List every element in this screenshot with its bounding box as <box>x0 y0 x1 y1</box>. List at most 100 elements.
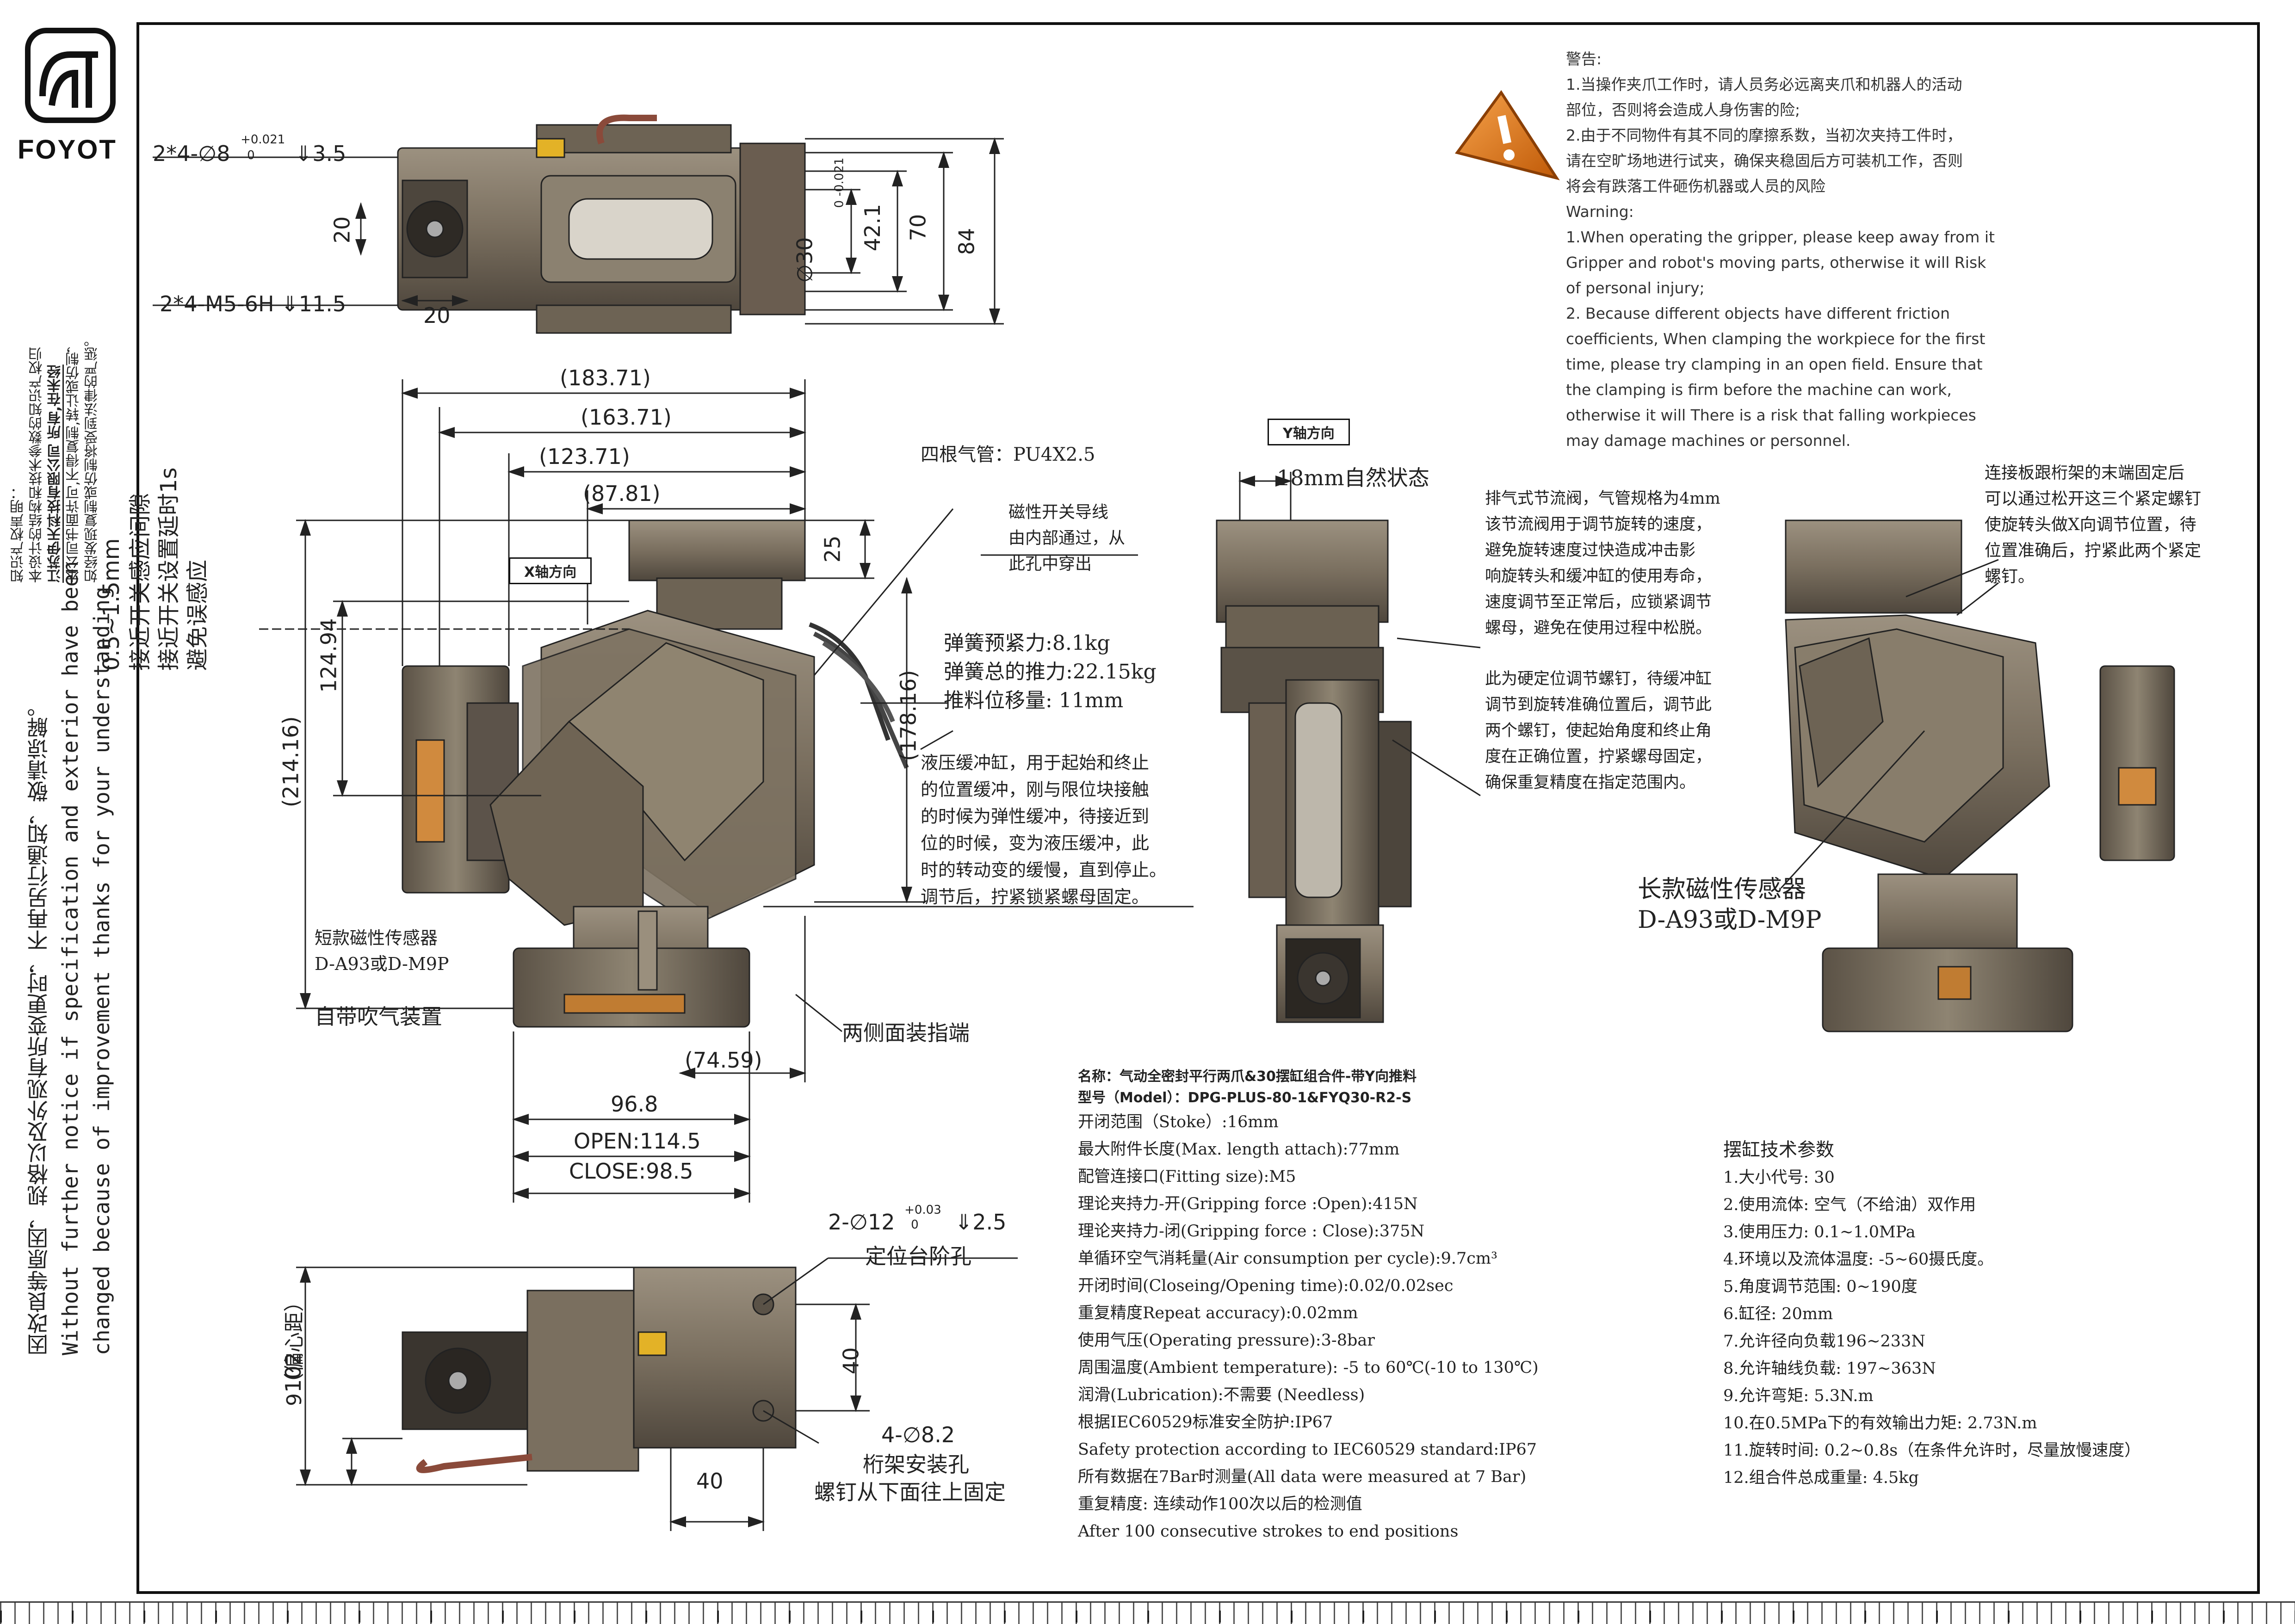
sensor-gap-value: 0.5~1.5mm <box>99 538 124 671</box>
hydraulic-note: 液压缓冲缸，用于起始和终止 的位置缓冲，刚与限位块接触 的时候为弹性缓冲，待接近… <box>921 749 1167 910</box>
swing-spec-line: 9.允许弯矩: 5.3N.m <box>1723 1387 1874 1405</box>
spec-line: 所有数据在7Bar时测量(All data were measured at 7… <box>1078 1468 1527 1486</box>
spec-model: 型号（Model）：DPG-PLUS-80-1&FYQ30-R2-S <box>1078 1090 1412 1106</box>
swing-spec-line: 5.角度调节范围: 0~190度 <box>1723 1278 1918 1296</box>
depth-icon: ⇓ <box>954 1210 973 1235</box>
throttle-line: 该节流阀用于调节旋转的速度， <box>1485 515 1712 534</box>
spec-line: 润滑(Lubrication):不需要 (Needless) <box>1078 1386 1365 1404</box>
throttle-line: 响旋转头和缓冲缸的使用寿命， <box>1485 567 1712 586</box>
long-sensor-line: 长款磁性传感器 <box>1638 876 1806 903</box>
warning-line: may damage machines or personnel. <box>1566 432 1851 450</box>
iso-note-line: 位置准确后，拧紧此两个紧定 <box>1985 541 2202 560</box>
dim-thread-label: 2*4-M5-6H <box>160 291 274 316</box>
dim-hole-8-tol: +0.021 0 <box>237 133 288 162</box>
dim-open: OPEN:114.5 <box>574 1129 701 1154</box>
hard-stop-line: 两个螺钉，使起始角度和终止角 <box>1485 722 1712 740</box>
warning-line: time, please try clamping in an open fie… <box>1566 355 1983 373</box>
iso-view <box>1780 519 2175 1032</box>
swing-spec-line: 2.使用流体: 空气（不给油）双作用 <box>1723 1196 1976 1214</box>
dim-25: 25 <box>820 535 845 563</box>
hole-12-tol: +0.03 0 <box>902 1203 948 1232</box>
iso-note-line: 连接板跟桁架的末端固定后 <box>1985 463 2185 482</box>
mag-wire-line: 磁性开关导线 <box>1008 503 1109 522</box>
spec-line: 根据IEC60529标准安全防护:IP67 <box>1078 1413 1333 1432</box>
spec-name: 名称：气动全密封平行两爪&30摆缸组合件-带Y向推料 <box>1078 1068 1417 1085</box>
swing-spec-block: 摆缸技术参数 1.大小代号: 30 2.使用流体: 空气（不给油）双作用 3.使… <box>1723 1136 2140 1492</box>
mag-wire-line: 由内部通过，从 <box>1008 529 1126 548</box>
swing-spec-line: 10.在0.5MPa下的有效输出力矩: 2.73N.m <box>1723 1414 2037 1433</box>
foyot-logo-icon <box>24 27 117 124</box>
dim-eccentric: 9（偏心距） <box>283 1291 306 1406</box>
spec-line: 配管连接口(Fitting size):M5 <box>1078 1167 1296 1186</box>
hard-stop-line: 度在正确位置，拧紧螺母固定， <box>1485 747 1712 766</box>
brand-name: FOYOT <box>18 135 117 165</box>
spec-line: Safety protection according to IEC60529 … <box>1078 1440 1537 1459</box>
spec-block: 名称：气动全密封平行两爪&30摆缸组合件-带Y向推料 型号（Model）：DPG… <box>1078 1066 1539 1545</box>
dim-214: (214.16) <box>278 716 303 808</box>
dim-hole-8-2: 4-∅8.2 <box>881 1422 955 1447</box>
tol-low: 0 <box>911 1218 919 1232</box>
spring-line: 推料位移量: 11mm <box>944 689 1124 712</box>
spec-line: 开闭范围（Stoke）:16mm <box>1078 1113 1279 1131</box>
warning-line: otherwise it will There is a risk that f… <box>1566 406 1976 424</box>
spec-line: 单循环空气消耗量(Air consumption per cycle):9.7c… <box>1078 1249 1498 1268</box>
hole-12-note: 定位台阶孔 <box>865 1244 971 1269</box>
dim-40-h: 40 <box>696 1469 724 1494</box>
air-pipe-note: 四根气管：PU4X2.5 <box>921 444 1095 465</box>
spec-line: 理论夹持力-闭(Gripping force : Close):375N <box>1078 1222 1425 1241</box>
spec-line: 开闭时间(Closeing/Opening time):0.02/0.02sec <box>1078 1277 1454 1295</box>
short-sensor-line: 短款磁性传感器 <box>315 928 438 948</box>
spring-line: 弹簧预紧力:8.1kg <box>944 631 1110 655</box>
short-sensor-note: 短款磁性传感器 D-A93或D-M9P <box>315 925 449 977</box>
dim-thread-m5: 2*4-M5-6H ⇓11.5 <box>160 291 346 316</box>
dim-dia-30-label: ∅30 <box>792 237 817 283</box>
dim-dia-30: ∅30 <box>792 237 817 283</box>
hydraulic-line: 的时候为弹性缓冲，待接近到 <box>921 806 1150 827</box>
spec-line: 理论夹持力-开(Gripping force :Open):415N <box>1078 1195 1418 1213</box>
warning-line: 1.当操作夹爪工作时，请人员务必远离夹爪和机器人的活动 <box>1566 75 1962 93</box>
hydraulic-line: 位的时候，变为液压缓冲，此 <box>921 833 1150 853</box>
swing-spec-title: 摆缸技术参数 <box>1723 1139 1834 1161</box>
warning-line: 部位，否则将会造成人身伤害的险; <box>1566 101 1800 119</box>
spec-line: 周围温度(Ambient temperature): -5 to 60℃(-10… <box>1078 1358 1539 1377</box>
dim-hole-8-label: 2*4-∅8 <box>153 141 230 166</box>
throttle-line: 排气式节流阀，气管规格为4mm <box>1485 489 1720 508</box>
dim-124: 124.94 <box>316 618 341 693</box>
throttle-line: 螺母，避免在使用过程中松脱。 <box>1485 619 1712 637</box>
hole-8-2-note-1: 桁架安装孔 <box>863 1452 969 1477</box>
iso-adjust-note: 连接板跟桁架的末端固定后 可以通过松开这三个紧定螺钉 使旋转头做X向调节位置，待… <box>1985 460 2201 590</box>
side-view <box>1216 472 1481 1023</box>
hard-stop-line: 此为硬定位调节螺钉，待缓冲缸 <box>1485 670 1712 688</box>
sensor-gap-note-2: 接近开关设置延时1s <box>156 467 182 671</box>
spec-line: 最大附件长度(Max. length attach):77mm <box>1078 1140 1400 1159</box>
long-sensor-note: 长款磁性传感器 D-A93或D-M9P <box>1638 874 1822 935</box>
warning-line: 1.When operating the gripper, please kee… <box>1566 228 1995 246</box>
tol-low: 0 <box>247 148 255 162</box>
swing-spec-line: 8.允许轴线负载: 197~363N <box>1723 1359 1936 1378</box>
dim-20-h: 20 <box>423 303 451 328</box>
swing-spec-line: 6.缸径: 20mm <box>1723 1305 1833 1323</box>
hard-stop-note: 此为硬定位调节螺钉，待缓冲缸 调节到旋转准确位置后，调节此 两个螺钉，使起始角度… <box>1485 666 1712 796</box>
dim-dia-30-tol: 0 -0.021 <box>832 158 846 208</box>
hard-stop-line: 确保重复精度在指定范围内。 <box>1485 773 1696 792</box>
swing-spec-line: 12.组合件总成重量: 4.5kg <box>1723 1469 1919 1487</box>
dim-163: (163.71) <box>581 405 672 430</box>
blow-note: 自带吹气装置 <box>315 1004 442 1029</box>
throttle-line: 速度调节至正常后，应锁紧调节 <box>1485 593 1712 611</box>
hole-8-2-note-2: 螺钉从下面往上固定 <box>814 1480 1006 1505</box>
hydraulic-line: 的位置缓冲，刚与限位块接触 <box>921 779 1150 800</box>
warning-line: of personal injury; <box>1566 279 1705 297</box>
depth-icon: ⇓ <box>281 291 299 316</box>
hydraulic-line: 液压缓冲缸，用于起始和终止 <box>921 753 1150 773</box>
dim-close: CLOSE:98.5 <box>569 1159 693 1184</box>
dim-42: 42.1 <box>860 204 885 252</box>
bottom-view <box>296 1257 1018 1531</box>
spring-line: 弹簧总的推力:22.15kg <box>944 660 1157 684</box>
warning-block: 警告: 1.当操作夹爪工作时，请人员务必远离夹爪和机器人的活动 部位，否则将会造… <box>1566 46 2075 453</box>
sensor-gap-note-1: 接近开关感应间隙 <box>127 493 153 671</box>
warning-line: the clamping is firm before the machine … <box>1566 381 1952 399</box>
short-sensor-line: D-A93或D-M9P <box>315 954 449 974</box>
swing-spec-line: 1.大小代号: 30 <box>1723 1168 1835 1187</box>
iso-note-line: 使旋转头做X向调节位置，待 <box>1985 515 2196 534</box>
spec-line: 重复精度Repeat accuracy):0.02mm <box>1078 1304 1358 1322</box>
